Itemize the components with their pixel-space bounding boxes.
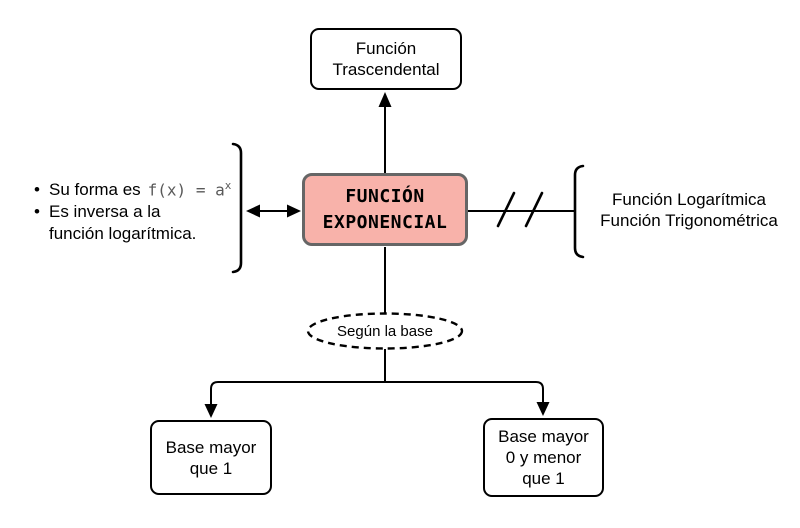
arrowhead-left-icon: [246, 204, 260, 218]
node-funcion-exponencial: FUNCIÓN EXPONENCIAL: [302, 173, 468, 246]
note-item-inversa: • Es inversa a la: [34, 201, 231, 223]
ellipse-outline: [306, 312, 464, 350]
node-label-line: Función: [355, 39, 417, 58]
right-note: Función Logarítmica Función Trigonométri…: [584, 189, 794, 231]
note-item-inversa-cont: función logarítmica.: [34, 223, 231, 245]
node-label-line: 0 y menor: [505, 448, 582, 467]
cross-slash-1: [496, 191, 516, 228]
formula-base: f(x) = a: [147, 180, 225, 200]
bracket-left: [231, 142, 243, 274]
node-base-mayor-que-1: Base mayor que 1: [150, 420, 272, 495]
note-text: función logarítmica.: [49, 224, 197, 244]
ellipse-label: Según la base: [337, 323, 433, 340]
node-label-line: que 1: [189, 458, 233, 478]
arrowhead-down-left-icon: [204, 404, 218, 418]
node-label-line: que 1: [522, 469, 565, 488]
node-label-line: Base mayor: [498, 427, 589, 446]
cross-slash-2: [524, 191, 544, 228]
note-text: Función Logarítmica: [611, 190, 767, 209]
branch-left-connector: [210, 381, 385, 405]
bracket-right: [573, 164, 585, 259]
formula-text: f(x) = ax: [148, 175, 232, 201]
node-base-mayor-0-menor-1: Base mayor 0 y menor que 1: [483, 418, 604, 497]
arrowhead-up-icon: [378, 92, 392, 107]
left-note: • Su forma es f(x) = ax • Es inversa a l…: [34, 175, 231, 245]
node-label-line: Trascendental: [332, 60, 440, 79]
bullet-icon: •: [34, 202, 40, 222]
note-text: Función Trigonométrica: [600, 211, 778, 230]
node-label-line: Base mayor: [165, 437, 257, 457]
branch-right-connector: [385, 381, 544, 403]
note-text: Es inversa a la: [49, 202, 161, 222]
arrowhead-down-right-icon: [536, 402, 550, 416]
note-text: Su forma es: [49, 180, 141, 200]
bullet-icon: •: [34, 180, 40, 200]
note-item-forma: • Su forma es f(x) = ax: [34, 175, 231, 201]
arrowhead-right-icon: [287, 204, 301, 218]
node-funcion-trascendental: Función Trascendental: [310, 28, 462, 90]
node-label-line: EXPONENCIAL: [322, 211, 448, 233]
node-label-line: FUNCIÓN: [345, 185, 425, 207]
formula-exponent: x: [224, 179, 232, 192]
